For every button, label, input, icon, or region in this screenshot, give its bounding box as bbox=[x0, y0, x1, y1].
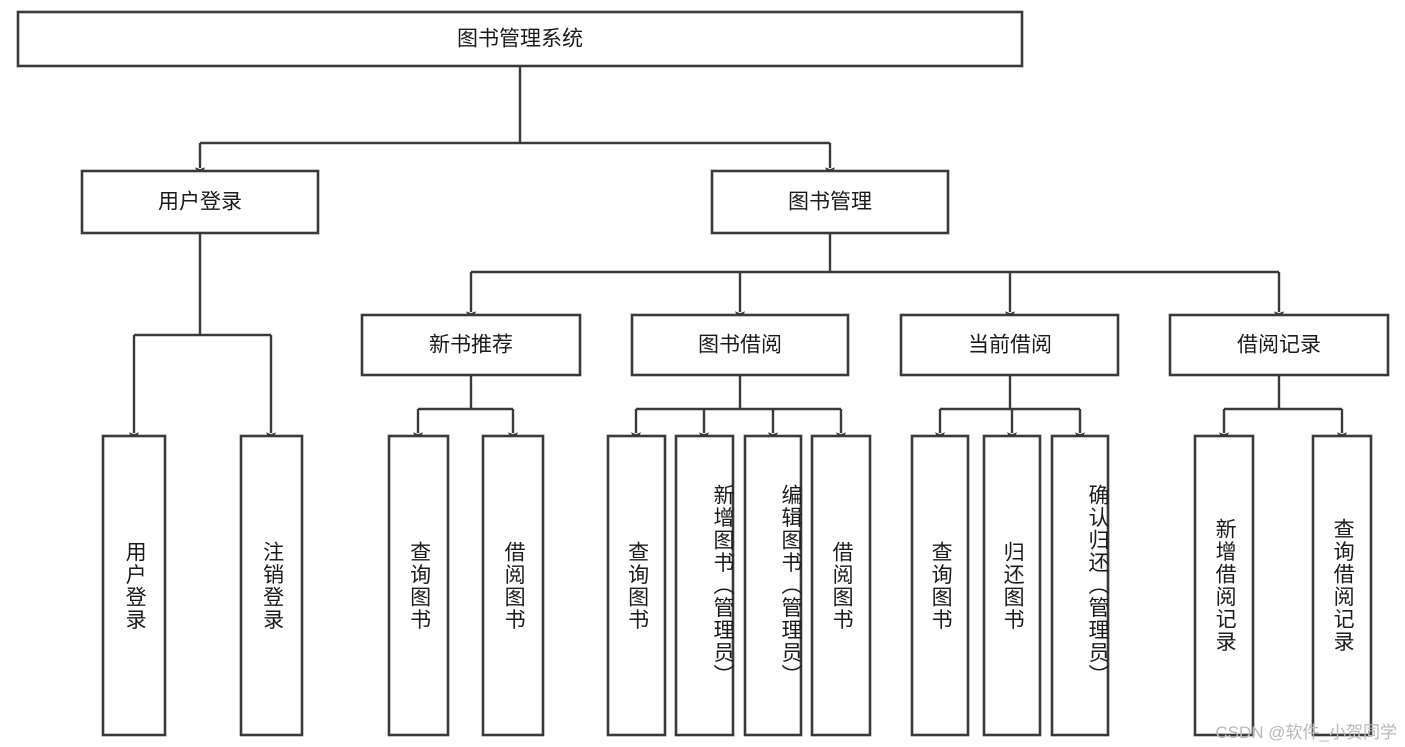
node-book-borrow-label: 图书借阅 bbox=[698, 334, 782, 357]
node-book-borrow-box[interactable] bbox=[630, 313, 850, 377]
node-leaf-user-login-box[interactable] bbox=[101, 434, 167, 737]
node-current-borrow-box[interactable] bbox=[899, 313, 1120, 377]
node-leaf-query-book-2-box[interactable] bbox=[606, 434, 667, 737]
node-borrow-record-box[interactable] bbox=[1168, 313, 1390, 377]
connector-borrow-record-bus bbox=[1222, 375, 1344, 420]
connector-root-bus bbox=[198, 66, 832, 155]
node-leaf-borrow-book-1-box[interactable] bbox=[481, 434, 545, 737]
node-new-book-recommend[interactable]: 新书推荐 bbox=[360, 313, 582, 377]
node-leaf-add-record-box[interactable] bbox=[1193, 434, 1255, 737]
node-leaf-query-record-box[interactable] bbox=[1311, 434, 1373, 737]
node-leaf-query-book-3-box[interactable] bbox=[910, 434, 970, 737]
node-borrow-record-label: 借阅记录 bbox=[1237, 334, 1321, 357]
connector-book-borrow-bus bbox=[634, 375, 843, 420]
node-book-manage-label: 图书管理 bbox=[788, 191, 872, 214]
node-new-book-recommend-label: 新书推荐 bbox=[429, 334, 513, 357]
node-borrow-record[interactable]: 借阅记录 bbox=[1168, 313, 1390, 377]
csdn-watermark: CSDN @软件_小贺同学 bbox=[1215, 723, 1397, 742]
node-leaf-return-book-box[interactable] bbox=[982, 434, 1042, 737]
node-leaf-query-book-1-box[interactable] bbox=[387, 434, 450, 737]
node-user-login-box[interactable] bbox=[80, 169, 320, 235]
node-root-system-box[interactable] bbox=[16, 10, 1024, 68]
leaf-box-group bbox=[101, 434, 1373, 737]
node-root-system[interactable]: 图书管理系统 bbox=[16, 10, 1024, 68]
node-leaf-confirm-return-box[interactable] bbox=[1050, 434, 1110, 737]
node-user-login[interactable]: 用户登录 bbox=[80, 169, 320, 235]
node-book-manage[interactable]: 图书管理 bbox=[710, 169, 950, 235]
node-leaf-borrow-book-2-box[interactable] bbox=[810, 434, 872, 737]
node-book-manage-box[interactable] bbox=[710, 169, 950, 235]
node-leaf-user-logout-box[interactable] bbox=[239, 434, 304, 737]
node-leaf-add-book-box[interactable] bbox=[674, 434, 735, 737]
node-root-system-label: 图书管理系统 bbox=[457, 28, 583, 51]
node-leaf-edit-book-box[interactable] bbox=[743, 434, 803, 737]
node-book-borrow[interactable]: 图书借阅 bbox=[630, 313, 850, 377]
node-current-borrow[interactable]: 当前借阅 bbox=[899, 313, 1120, 377]
connector-book-manage-bus bbox=[469, 233, 1281, 300]
node-current-borrow-label: 当前借阅 bbox=[968, 334, 1052, 357]
connector-group bbox=[128, 66, 1348, 442]
connector-user-login-bus bbox=[132, 233, 273, 420]
node-user-login-label: 用户登录 bbox=[158, 191, 242, 214]
connector-current-borrow-bus bbox=[938, 375, 1082, 420]
node-new-book-recommend-box[interactable] bbox=[360, 313, 582, 377]
connector-new-book-recommend-bus bbox=[416, 375, 515, 420]
